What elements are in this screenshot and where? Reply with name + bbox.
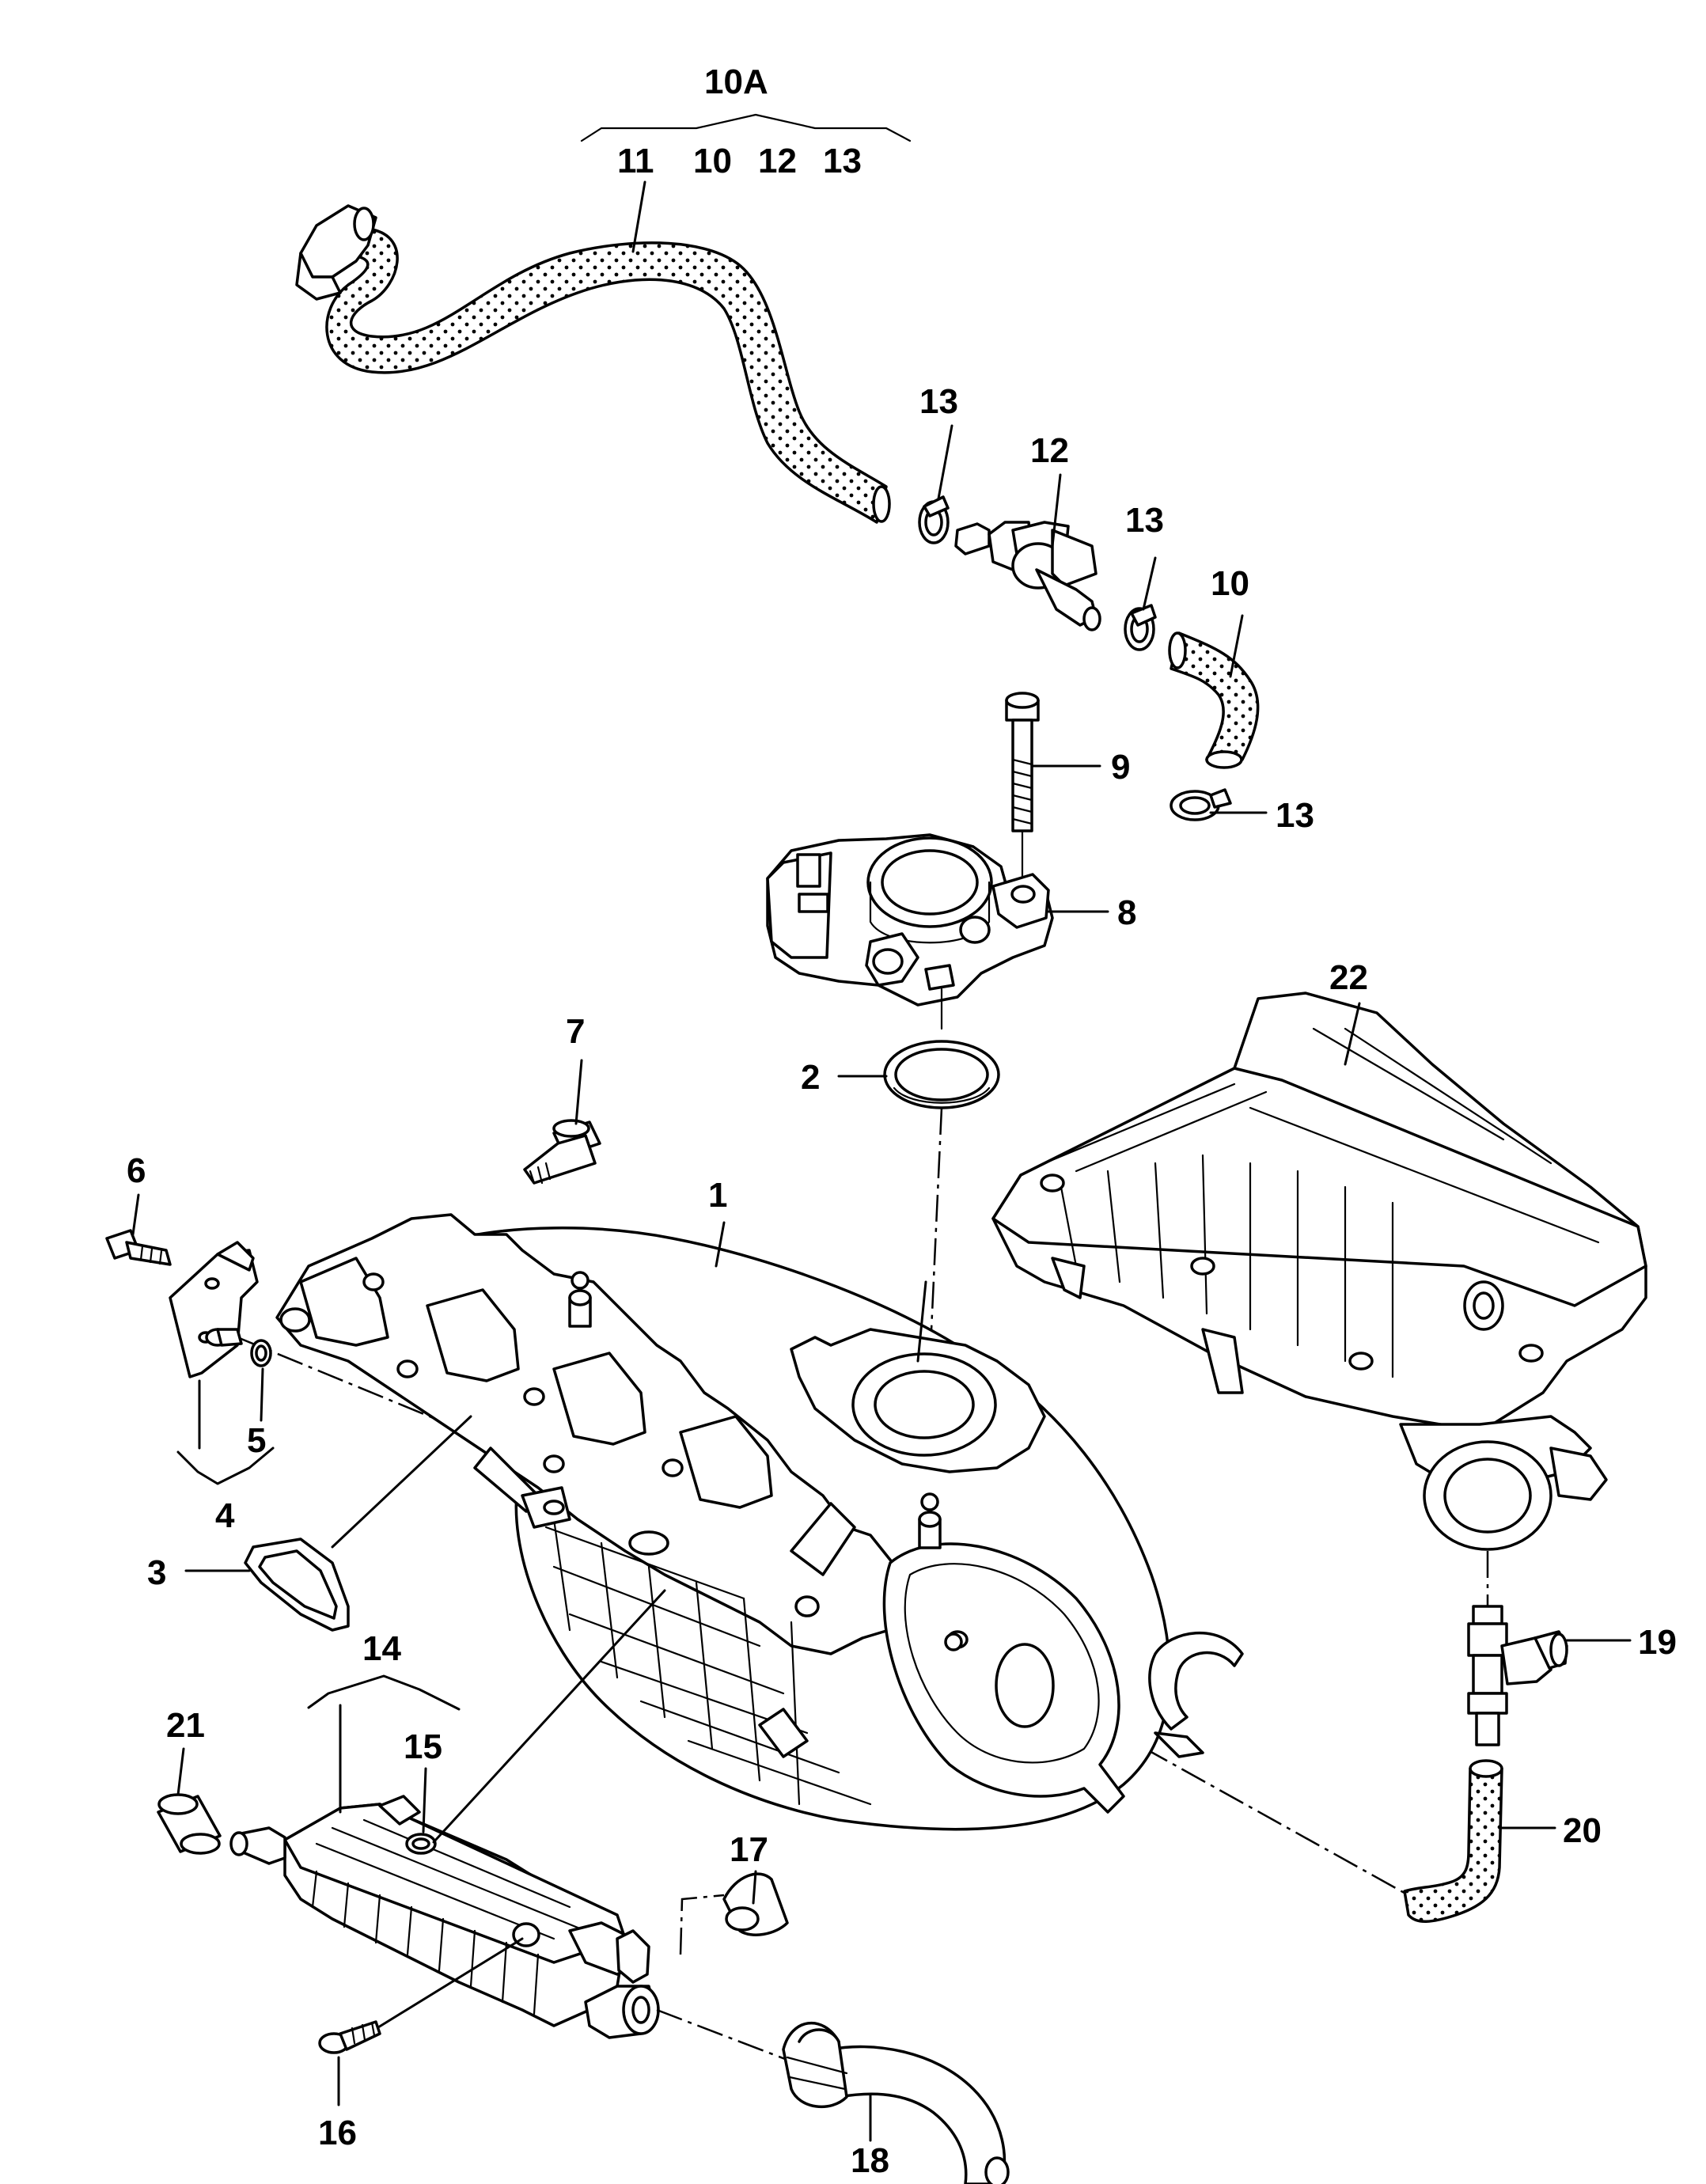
label-17: 17 [730,1830,768,1869]
hose-clamp-13d [1170,788,1232,821]
bolt-7 [523,1119,601,1185]
screw-16 [318,2020,381,2054]
leader-12 [1051,473,1062,548]
t-connector-19 [1467,1605,1568,1746]
gasket-3 [244,1538,350,1632]
leader-15-to-manifold [432,1589,666,1844]
leader-13c [1142,556,1157,611]
leader-14-to-18 [656,2008,792,2063]
intake-manifold-1 [275,1213,1244,1831]
o-ring-15 [405,1833,437,1855]
leader-3-to-manifold [331,1415,472,1549]
vacuum-hose-20 [1403,1759,1503,1923]
hose-clamp-13a [918,495,950,544]
label-6: 6 [127,1151,146,1190]
label-11: 11 [617,142,654,180]
leader-22 [1344,1002,1361,1066]
hose-17 [722,1872,789,1936]
breather-hose-11 [325,228,891,524]
leader-1 [715,1221,726,1268]
label-3: 3 [147,1553,166,1592]
bolt-9 [1005,692,1040,880]
vacuum-hose-10 [1168,631,1260,769]
label-1: 1 [708,1176,727,1215]
label-12: 12 [1030,431,1069,470]
label-22: 22 [1329,958,1368,997]
label-21: 21 [166,1706,205,1745]
leader-21 [176,1747,185,1796]
label-9: 9 [1111,748,1130,787]
leader-7 [574,1059,583,1125]
o-ring-2 [883,1040,1000,1109]
leader-17 [679,1894,725,1955]
label-4: 4 [215,1496,235,1535]
label-10A: 10A [704,63,768,101]
label-13-group: 13 [823,142,862,180]
hose-21 [157,1793,222,1855]
label-20: 20 [1563,1811,1602,1850]
bracket-10A [580,113,912,142]
o-ring-5 [250,1339,272,1367]
leader-16-to-14 [377,1937,524,2029]
label-10: 10 [1211,564,1249,603]
label-10-group: 10 [693,142,732,180]
label-18: 18 [851,2141,889,2180]
sensor-bracket-4 [169,1241,259,1378]
label-15: 15 [404,1727,442,1766]
label-19: 19 [1638,1623,1677,1662]
leader-2-to-manifold [928,1107,943,1366]
leader-17b [752,1870,757,1905]
bracket-14 [307,1674,461,1711]
leader-throttle-to-manifold [916,1280,927,1363]
label-5: 5 [247,1421,266,1460]
leader-13a [937,424,953,500]
label-13-clamp-left: 13 [919,382,958,421]
leader-15 [422,1767,427,1833]
hose-clamp-13b [1124,604,1157,651]
leader-10 [1229,614,1244,678]
vacuum-reservoir-14 [229,1795,660,2039]
leader-5 [260,1367,264,1422]
solenoid-valve-12 [954,521,1101,631]
label-7: 7 [566,1012,585,1051]
label-12-group: 12 [758,142,797,180]
bolt-6 [105,1229,172,1266]
leader-11 [631,180,646,253]
bracket-4 [176,1447,275,1485]
label-13-clamp-right: 13 [1125,501,1164,540]
leader-6 [131,1193,140,1236]
label-14: 14 [362,1629,401,1668]
throttle-body-8 [766,833,1054,1030]
air-duct-hose-18 [782,2021,1010,2184]
hose-elbow-connector [295,204,377,301]
label-2: 2 [801,1058,820,1097]
label-16: 16 [318,2114,357,2152]
label-8: 8 [1117,893,1136,932]
air-filter-housing-22 [991,992,1647,1551]
label-13-clamp-lower: 13 [1276,796,1314,835]
